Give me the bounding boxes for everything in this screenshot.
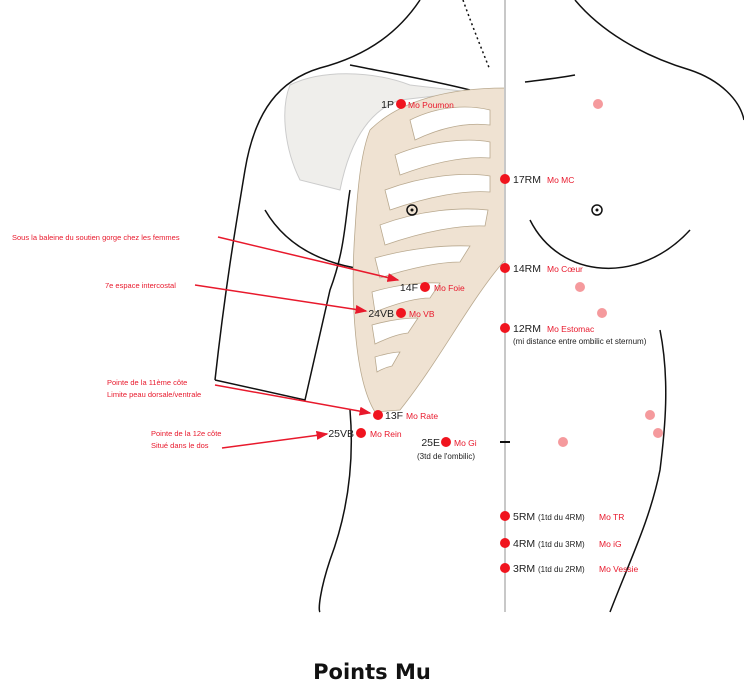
point-code: 25VB — [328, 428, 354, 440]
point-25e[interactable] — [441, 437, 451, 447]
point-note: (1td du 2RM) — [538, 565, 585, 574]
rib-cage — [352, 87, 506, 413]
annotation-text: Pointe de la 12e côte — [151, 429, 221, 438]
annotations: Sous la baleine du soutien gorge chez le… — [12, 233, 221, 450]
point-mo: Mo Foie — [434, 283, 465, 293]
annotation-text: Sous la baleine du soutien gorge chez le… — [12, 233, 180, 242]
point-mo: Mo Estomac — [547, 324, 595, 334]
point-mo: Mo Poumon — [408, 100, 454, 110]
mirror-point — [645, 410, 655, 420]
mirror-point — [597, 308, 607, 318]
point-code: 14F — [400, 282, 418, 294]
point-code: 1P — [381, 99, 394, 111]
point-mo: Mo TR — [599, 512, 624, 522]
mirror-point — [575, 282, 585, 292]
mirror-point — [653, 428, 663, 438]
point-code: 24VB — [368, 308, 394, 320]
point-3rm[interactable] — [500, 563, 510, 573]
point-mo: Mo Vessie — [599, 564, 638, 574]
annotation-text: Pointe de la 11ème côte — [107, 378, 187, 387]
annotation-arrows — [194, 236, 400, 449]
point-note: (1td du 3RM) — [538, 540, 585, 549]
nipple-right-icon — [591, 204, 603, 216]
point-17rm[interactable] — [500, 174, 510, 184]
point-code: 3RM — [513, 563, 535, 575]
point-code: 13F — [385, 410, 403, 422]
point-24vb[interactable] — [396, 308, 406, 318]
point-mo: Mo Rein — [370, 429, 402, 439]
point-mo: Mo MC — [547, 175, 574, 185]
point-13f[interactable] — [373, 410, 383, 420]
body-outline — [214, 0, 744, 613]
arrow — [214, 384, 372, 416]
annotation-text: Limite peau dorsale/ventrale — [107, 390, 201, 399]
point-14rm[interactable] — [500, 263, 510, 273]
point-code: 5RM — [513, 511, 535, 523]
annotation-text: 7e espace intercostal — [105, 281, 176, 290]
point-5rm[interactable] — [500, 511, 510, 521]
acupoints — [356, 99, 510, 573]
mirror-point — [558, 437, 568, 447]
mirror-points — [558, 99, 663, 447]
point-code: 17RM — [513, 174, 541, 186]
point-code: 4RM — [513, 538, 535, 550]
point-12rm[interactable] — [500, 323, 510, 333]
arrow — [194, 284, 368, 314]
point-mo: Mo Cœur — [547, 264, 583, 274]
point-note: (mi distance entre ombilic et sternum) — [513, 337, 647, 346]
point-code: 25E — [421, 437, 440, 449]
point-note: (1td du 4RM) — [538, 513, 585, 522]
point-mo: Mo iG — [599, 539, 622, 549]
diagram-title: Points Mu — [313, 660, 431, 684]
point-25vb[interactable] — [356, 428, 366, 438]
annotation-text: Situé dans le dos — [151, 441, 209, 450]
point-14f[interactable] — [420, 282, 430, 292]
arrow — [217, 236, 400, 282]
point-mo: Mo Rate — [406, 411, 438, 421]
point-mo: Mo Gi — [454, 438, 477, 448]
point-code: 12RM — [513, 323, 541, 335]
point-note: (3td de l'ombilic) — [417, 452, 475, 461]
point-labels: 1P Mo Poumon 17RM Mo MC 14RM Mo Cœur 14F… — [328, 99, 646, 575]
mirror-point — [593, 99, 603, 109]
arrow — [221, 430, 329, 449]
shoulder-bone — [284, 73, 471, 191]
point-code: 14RM — [513, 263, 541, 275]
point-mo: Mo VB — [409, 309, 435, 319]
point-4rm[interactable] — [500, 538, 510, 548]
nipple-left-icon — [406, 204, 418, 216]
point-1p[interactable] — [396, 99, 406, 109]
